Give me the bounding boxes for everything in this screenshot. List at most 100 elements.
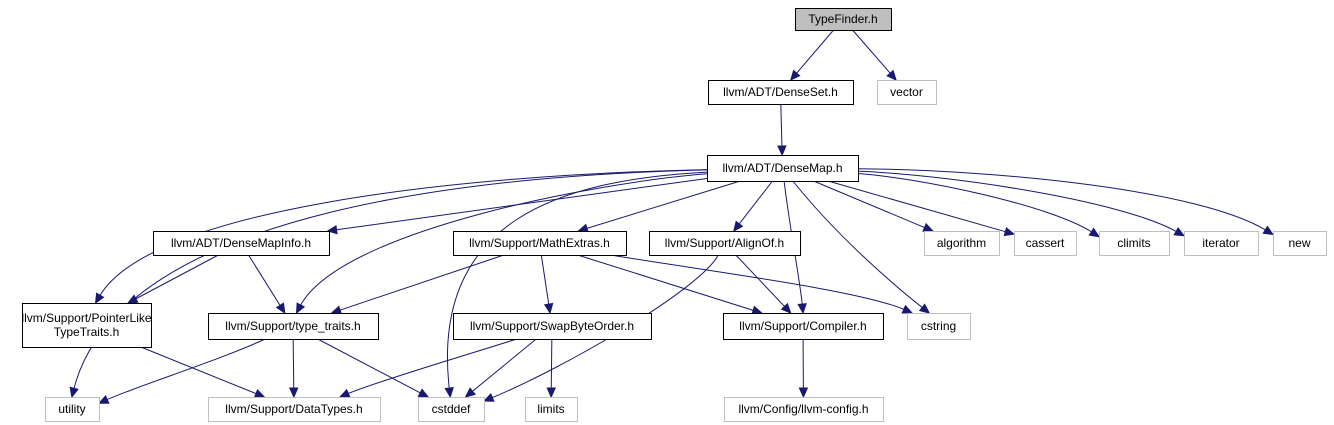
edge-line: [540, 254, 550, 306]
node-box: [208, 397, 381, 422]
node-box: [724, 397, 884, 422]
edge-line: [857, 172, 1093, 233]
edge-arrowhead: [464, 387, 476, 398]
node-typetraits[interactable]: llvm/Support/type_traits.h: [208, 313, 379, 340]
node-label: llvm/ADT/DenseSet.h: [723, 85, 838, 99]
node-alignof[interactable]: llvm/Support/AlignOf.h: [649, 231, 801, 256]
node-label: vector: [890, 85, 923, 99]
edge-arrowhead: [288, 387, 299, 399]
node-new: new: [1273, 231, 1327, 256]
node-box: [924, 231, 1000, 256]
node-label: llvm/ADT/DenseMapInfo.h: [171, 236, 311, 250]
edge-arrowhead: [482, 392, 495, 402]
node-cassert: cassert: [1014, 231, 1077, 256]
edge-line: [292, 338, 295, 390]
edge-arrowhead: [295, 302, 306, 315]
edge-typetraits-to-utility: [97, 338, 266, 404]
edge-line: [134, 254, 219, 300]
node-climits: climits: [1099, 231, 1170, 256]
edge-arrowhead: [777, 145, 787, 157]
node-mathextras[interactable]: llvm/Support/MathExtras.h: [453, 231, 627, 256]
edge-densemap-to-climits: [857, 172, 1101, 238]
edge-densemap-to-alignof: [733, 180, 773, 232]
node-label: TypeFinder.h: [808, 12, 877, 26]
edge-arrowhead: [797, 303, 807, 315]
edge-arrowhead: [886, 69, 897, 81]
node-box: [1014, 231, 1077, 256]
edge-swapbyteorder-to-limits: [546, 338, 557, 399]
edge-line: [857, 168, 1267, 231]
node-label: llvm/Config/llvm-config.h: [738, 402, 868, 416]
edge-arrowhead: [417, 388, 430, 398]
edge-arrowhead: [326, 224, 338, 235]
edge-arrowhead: [780, 302, 792, 314]
nodes-layer: TypeFinder.h llvm/ADT/DenseSet.h vector llv…: [21, 8, 1327, 422]
node-label: llvm/Support/MathExtras.h: [469, 236, 610, 250]
edge-line: [140, 346, 258, 395]
edge-mathextras-to-swapbyteorder: [540, 254, 554, 315]
edge-densemap-to-cstring: [792, 180, 931, 314]
edge-arrowhead: [338, 388, 351, 398]
node-densemap[interactable]: llvm/ADT/DenseMap.h: [707, 155, 859, 182]
edge-arrowhead: [901, 304, 914, 314]
edge-line: [852, 29, 892, 75]
edge-arrowhead: [1088, 227, 1101, 238]
node-box: [153, 231, 330, 256]
node-box: [208, 313, 379, 340]
edge-densemapinfo-to-pointerlike: [126, 254, 219, 304]
node-label: cstddef: [432, 402, 471, 416]
edge-line: [73, 169, 708, 390]
node-datatypes: llvm/Support/DataTypes.h: [208, 397, 381, 422]
node-denseset[interactable]: llvm/ADT/DenseSet.h: [708, 80, 854, 105]
node-cstring: cstring: [907, 313, 971, 340]
edge-arrowhead: [1003, 226, 1016, 237]
node-box: [907, 313, 971, 340]
edge-line: [857, 170, 1178, 233]
node-label: cassert: [1026, 236, 1065, 250]
edge-arrowhead: [330, 305, 343, 315]
node-label: new: [1288, 236, 1310, 250]
node-box: [453, 313, 652, 340]
node-box: [1184, 231, 1259, 256]
node-box: [795, 8, 892, 31]
edge-densemapinfo-to-typetraits: [248, 254, 286, 315]
edge-swapbyteorder-to-cstddef: [464, 338, 537, 398]
edge-densemap-to-typetraits: [295, 173, 708, 315]
edge-arrowhead: [798, 387, 809, 399]
node-label: llvm/Support/Compiler.h: [739, 319, 866, 333]
edge-line: [106, 338, 266, 401]
edge-arrowhead: [733, 220, 744, 232]
node-label: llvm/Support/DataTypes.h: [225, 402, 362, 416]
node-label: TypeTraits.h: [54, 325, 120, 339]
edge-arrowhead: [126, 294, 139, 304]
edge-typefinder-to-denseset: [789, 29, 834, 81]
node-typefinder[interactable]: TypeFinder.h: [795, 8, 892, 31]
edge-densemap-to-new: [857, 168, 1275, 236]
edge-typetraits-to-datatypes: [288, 338, 299, 399]
node-compiler[interactable]: llvm/Support/Compiler.h: [723, 313, 884, 340]
node-box: [1099, 231, 1170, 256]
edge-densemap-to-cassert: [827, 180, 1016, 237]
node-box: [649, 231, 801, 256]
edge-arrowhead: [546, 387, 557, 399]
edge-arrowhead: [922, 222, 934, 232]
node-label: llvm/Support/SwapByteOrder.h: [470, 319, 634, 333]
node-swapbyteorder[interactable]: llvm/Support/SwapByteOrder.h: [453, 313, 652, 340]
edge-denseset-to-densemap: [777, 103, 787, 157]
edge-line: [735, 254, 786, 308]
node-densemapinfo[interactable]: llvm/ADT/DenseMapInfo.h: [153, 231, 330, 256]
edge-arrowhead: [253, 389, 266, 398]
edge-line: [248, 254, 282, 307]
edge-arrowhead: [275, 302, 286, 315]
edge-densemap-to-pointerlike: [94, 169, 708, 305]
node-vector: vector: [877, 80, 937, 105]
edge-line: [577, 254, 755, 312]
node-label: llvm/ADT/DenseMap.h: [722, 161, 842, 175]
edge-arrowhead: [543, 302, 554, 315]
edge-densemap-to-cstddef: [444, 171, 708, 399]
node-utility: utility: [45, 397, 100, 422]
edge-compiler-to-llvmconfig: [798, 338, 809, 399]
node-box: [45, 397, 100, 422]
